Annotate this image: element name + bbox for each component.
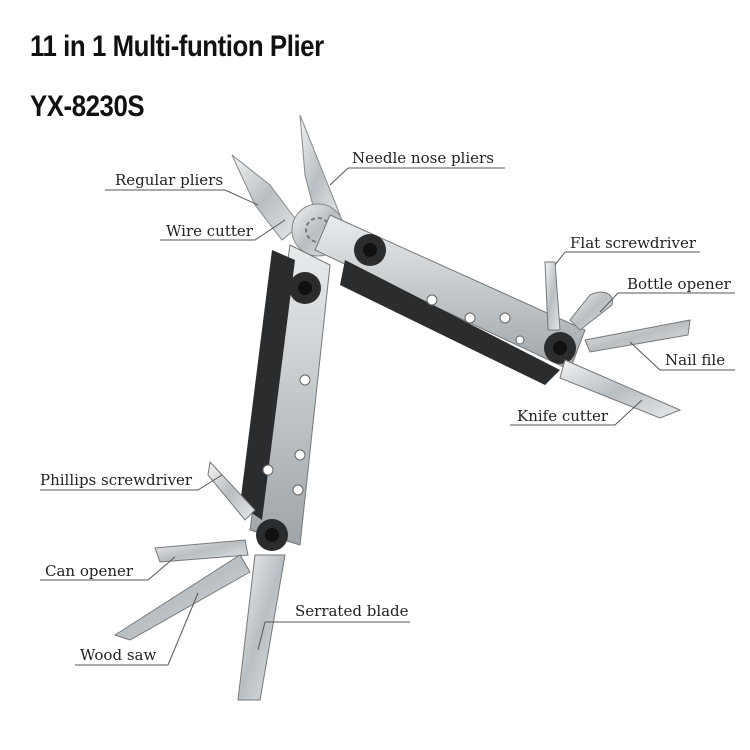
model-number: YX-8230S [30,90,145,123]
label-knife-cutter: Knife cutter [517,407,609,425]
flat-screwdriver-tool [544,261,561,331]
label-can-opener: Can opener [45,562,134,580]
product-title: 11 in 1 Multi-funtion Plier [30,30,324,63]
label-wood-saw: Wood saw [80,646,157,664]
leader-lines [40,167,735,666]
knife-blade-tool [559,359,682,419]
right-handle [314,214,586,385]
label-regular-pliers: Regular pliers [115,171,224,189]
label-bottle-opener: Bottle opener [627,275,731,293]
serrated-blade-tool [237,554,286,701]
label-flat-screwdriver: Flat screwdriver [570,234,697,252]
left-handle [240,244,331,551]
wood-saw-tool [113,554,251,641]
bottle-opener-tool [569,291,614,331]
regular-jaw [231,154,301,241]
label-nail-file: Nail file [665,351,726,369]
label-wire-cutter: Wire cutter [166,222,253,240]
nail-file-tool [584,319,691,353]
label-serrated-blade: Serrated blade [295,602,409,620]
label-needle-nose-pliers: Needle nose pliers [352,149,494,167]
can-opener-tool [154,539,249,563]
label-phillips-screwdriver: Phillips screwdriver [40,471,193,489]
